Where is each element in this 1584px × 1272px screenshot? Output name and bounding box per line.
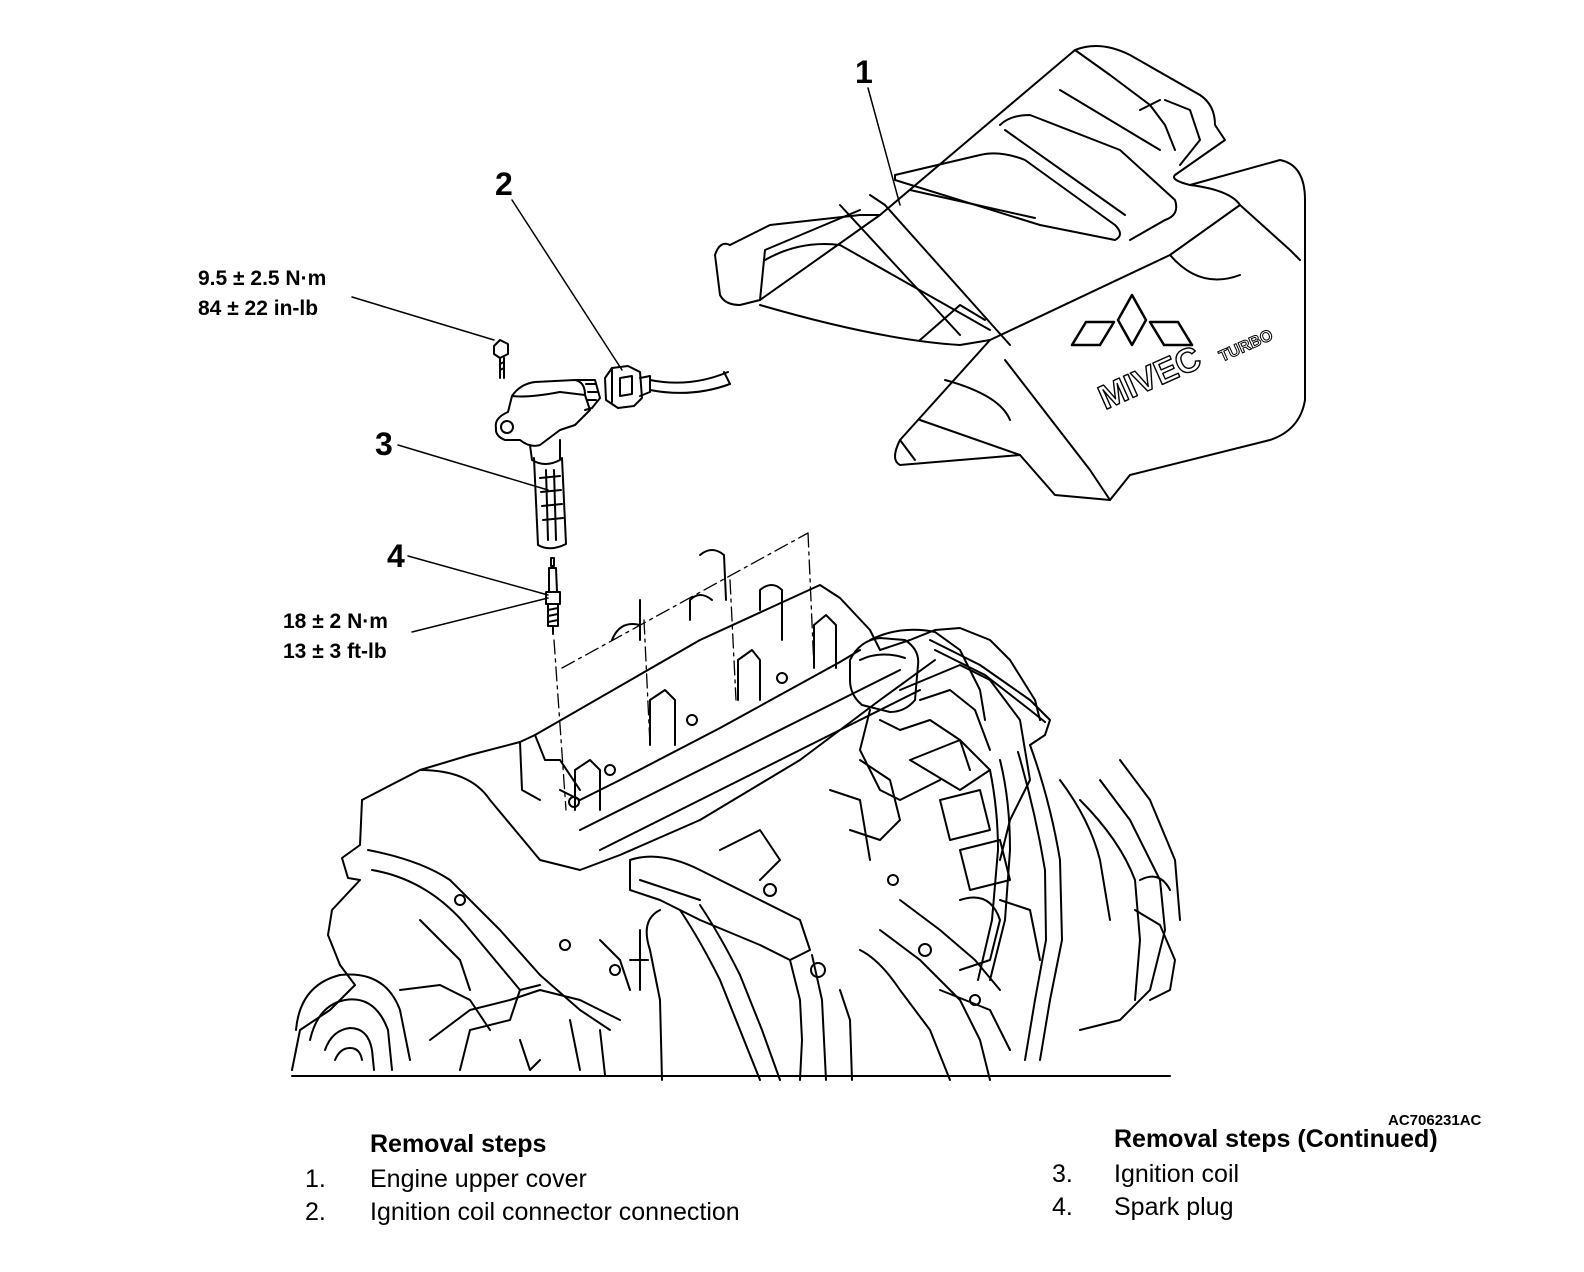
callout-1: 1 <box>855 54 873 90</box>
removal-steps: Removal steps 1. Engine upper cover 2. I… <box>305 1130 740 1229</box>
cover-logo-brand: MIVEC <box>1093 339 1207 418</box>
step-text: Engine upper cover <box>370 1165 587 1193</box>
spark-plug-torque-imperial: 13 ± 3 ft-lb <box>283 640 387 663</box>
coil-bolt-torque-imperial: 84 ± 22 in-lb <box>198 297 319 320</box>
figure-code: AC706231AC <box>1388 1112 1482 1129</box>
callout-4: 4 <box>387 538 405 574</box>
step-number: 4. <box>1052 1193 1073 1221</box>
step-text: Ignition coil <box>1114 1160 1240 1188</box>
callout-2: 2 <box>495 166 513 202</box>
step-text: Ignition coil connector connection <box>370 1198 740 1226</box>
coil-bolt <box>493 339 509 379</box>
list-item: 2. Ignition coil connector connection <box>305 1196 740 1229</box>
callout-3: 3 <box>375 426 393 462</box>
coil-bolt-torque-spec: 9.5 ± 2.5 N·m 84 ± 22 in-lb <box>198 264 326 324</box>
removal-steps-continued-title: Removal steps (Continued) <box>1114 1125 1438 1153</box>
list-item: 3. Ignition coil <box>1052 1158 1438 1191</box>
removal-steps-continued: Removal steps (Continued) 3. Ignition co… <box>1052 1125 1438 1224</box>
spark-plug-torque-spec: 18 ± 2 N·m 13 ± 3 ft-lb <box>283 607 388 667</box>
three-diamond-logo-icon <box>1070 293 1194 347</box>
engine-upper-cover <box>714 45 1306 501</box>
ignition-coil-connector <box>604 365 731 409</box>
coil-bolt-torque-metric: 9.5 ± 2.5 N·m <box>198 267 327 290</box>
installation-centerlines <box>553 532 815 811</box>
engine-assembly <box>291 549 1181 1081</box>
step-text: Spark plug <box>1114 1193 1234 1221</box>
step-number: 3. <box>1052 1160 1073 1188</box>
ignition-coil <box>494 379 601 550</box>
removal-steps-title: Removal steps <box>370 1130 547 1158</box>
leader-lines <box>351 87 901 633</box>
step-number: 1. <box>305 1165 326 1193</box>
spark-plug-torque-metric: 18 ± 2 N·m <box>283 610 388 633</box>
spark-plug <box>545 557 561 635</box>
step-number: 2. <box>305 1198 326 1226</box>
list-item: 1. Engine upper cover <box>305 1163 740 1196</box>
cover-logo-suffix: TURBO <box>1217 327 1276 366</box>
list-item: 4. Spark plug <box>1052 1191 1438 1224</box>
